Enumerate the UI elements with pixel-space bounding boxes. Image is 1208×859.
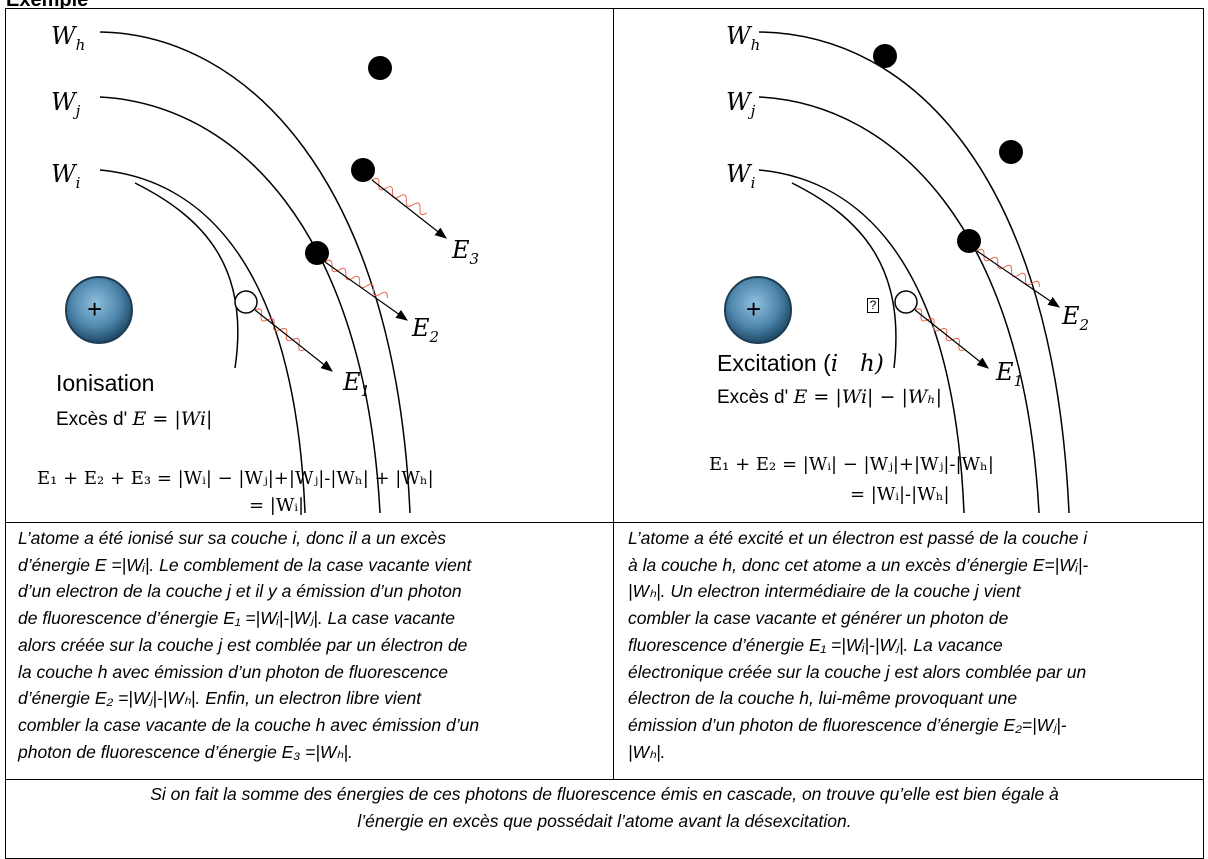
label-wi: Wi	[726, 160, 756, 192]
text-line: photon de fluorescence d’énergie E₃ =|Wₕ…	[18, 741, 353, 762]
electron-wh-b	[999, 140, 1023, 164]
text-line: Si on fait la somme des énergies de ces …	[150, 784, 1059, 804]
text-line: d’un electron de la couche j et il y a é…	[18, 581, 462, 602]
photon-e2-arrow	[324, 261, 408, 321]
photon-e1-arrow	[914, 309, 989, 369]
sum-formula-right-2: = |Wᵢ|-|Wₕ|	[850, 484, 950, 505]
text-line: |Wₕ|. Un electron intermédiaire de la co…	[628, 581, 1021, 602]
free-electron	[368, 56, 392, 80]
text-line: combler la case vacante de la couche h a…	[18, 714, 480, 735]
text-line: émission d’un photon de fluorescence d’é…	[628, 714, 1067, 735]
excitation-explanation: L’atome a été excité et un électron est …	[614, 523, 1203, 765]
ionisation-diagram: Wh Wj Wi + E3 E2 E1 Ionisation Excès d' …	[5, 8, 614, 522]
label-wi: Wi	[51, 160, 81, 192]
excess-energy-left: Excès d' E = |Wi|	[56, 408, 213, 430]
sum-formula-left-2: = |Wᵢ|	[249, 495, 305, 516]
ionisation-svg	[65, 31, 447, 514]
vacancy-wi	[894, 290, 918, 314]
label-e1: E1	[343, 368, 371, 400]
electron-wh	[351, 158, 375, 182]
text-line: de fluorescence d’énergie E₁ =|Wᵢ|-|Wⱼ|.…	[18, 608, 456, 629]
text-line: fluorescence d’énergie E₁ =|Wᵢ|-|Wⱼ|. La…	[628, 634, 1003, 655]
text-line: électronique créée sur la couche j est a…	[628, 661, 1087, 682]
orbit-inner	[791, 182, 897, 369]
vacancy-wi	[234, 290, 258, 314]
photon-e1-arrow	[254, 309, 333, 372]
excess-energy-right: Excès d' E = |Wi| − |Wₕ|	[717, 386, 942, 408]
orbit-wi	[99, 169, 306, 514]
excitation-diagram: Wh Wj Wi + ? E2 E1 Excitation (i h) Excè…	[614, 8, 1203, 522]
label-e2: E2	[1062, 302, 1090, 334]
text-line: électron de la couche h, lui-même provoq…	[628, 688, 1018, 709]
text-line: alors créée sur la couche j est comblée …	[18, 634, 468, 655]
text-line: à la couche h, donc cet atome a un excès…	[628, 554, 1089, 575]
text-line: L’atome a été ionisé sur sa couche i, do…	[18, 528, 447, 548]
conclusion-text: Si on fait la somme des énergies de ces …	[5, 781, 1204, 835]
cut-off-title: Exemple	[6, 0, 88, 9]
text-line: d’énergie E₂ =|Wⱼ|-|Wₕ|. Enfin, un elect…	[18, 688, 422, 709]
orbit-wh	[758, 31, 1070, 514]
label-wj: Wj	[51, 88, 81, 120]
text-line: l’énergie en excès que possédait l’atome…	[357, 811, 852, 831]
nucleus-plus: +	[87, 294, 103, 324]
electron-wh-a	[873, 44, 897, 68]
photon-e2-arrow	[976, 250, 1060, 308]
row-divider-bottom	[5, 779, 1204, 780]
label-e3: E3	[452, 236, 480, 268]
text-line: d’énergie E =|Wᵢ|. Le comblement de la c…	[18, 554, 472, 575]
process-label-excitation: Excitation (i h)	[717, 350, 884, 377]
text-line: la couche h avec émission d’un photon de…	[18, 661, 448, 682]
orbit-wi	[758, 169, 965, 514]
column-divider	[613, 8, 614, 780]
electron-wj	[957, 229, 981, 253]
text-line: L’atome a été excité et un électron est …	[628, 528, 1088, 548]
orbit-wj	[758, 96, 1040, 514]
photon-e3-arrow	[371, 179, 447, 239]
nucleus-plus: +	[746, 294, 762, 324]
row-divider-figures	[5, 522, 1204, 523]
photon-e3-wave	[371, 177, 428, 216]
nucleus	[724, 276, 792, 344]
label-wh: Wh	[726, 22, 761, 54]
ionisation-explanation: L’atome a été ionisé sur sa couche i, do…	[5, 523, 613, 765]
text-line: |Wₕ|.	[628, 741, 666, 762]
excitation-svg	[724, 31, 1070, 514]
orbit-wh	[99, 31, 411, 514]
nucleus	[65, 276, 133, 344]
orbit-inner	[134, 182, 239, 369]
label-e2: E2	[412, 314, 440, 346]
sum-formula-right-1: E₁ + E₂ = |Wᵢ| − |Wⱼ|+|Wⱼ|-|Wₕ|	[709, 454, 994, 475]
label-wj: Wj	[726, 88, 756, 120]
process-label-ionisation: Ionisation	[56, 370, 155, 396]
photon-e2-wave	[324, 259, 388, 299]
electron-wj	[305, 241, 329, 265]
orbit-wj	[99, 96, 381, 514]
label-wh: Wh	[51, 22, 86, 54]
label-e1: E1	[996, 358, 1024, 390]
sum-formula-left-1: E₁ + E₂ + E₃ = |Wᵢ| − |Wⱼ|+|Wⱼ|-|Wₕ| + |…	[37, 468, 434, 489]
text-line: combler la case vacante et générer un ph…	[628, 608, 1009, 629]
missing-glyph-box: ?	[867, 298, 879, 313]
